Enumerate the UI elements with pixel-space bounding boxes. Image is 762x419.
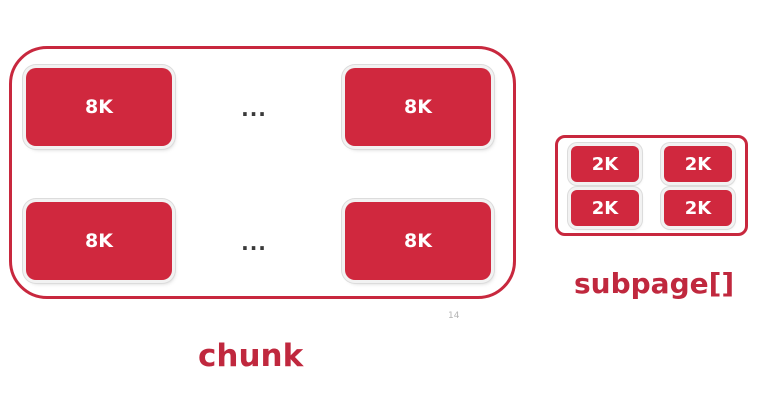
slide-page-number: 14 — [448, 311, 460, 321]
chunk-label: chunk — [198, 338, 304, 374]
subpage-block-2k: 2K — [664, 190, 732, 226]
ellipsis-top: ... — [241, 97, 267, 121]
subpage-block-2k: 2K — [571, 146, 639, 182]
chunk-page-label: 8K — [404, 96, 432, 118]
chunk-page-label: 8K — [404, 230, 432, 252]
ellipsis-bottom: ... — [241, 231, 267, 255]
subpage-block-label: 2K — [591, 153, 619, 175]
subpage-label: subpage[] — [574, 267, 735, 300]
subpage-block-2k: 2K — [571, 190, 639, 226]
chunk-page-8k: 8K — [26, 68, 172, 146]
subpage-block-label: 2K — [591, 197, 619, 219]
chunk-page-label: 8K — [85, 96, 113, 118]
chunk-page-8k: 8K — [345, 202, 491, 280]
chunk-page-8k: 8K — [26, 202, 172, 280]
subpage-block-2k: 2K — [664, 146, 732, 182]
subpage-block-label: 2K — [684, 153, 712, 175]
subpage-block-label: 2K — [684, 197, 712, 219]
chunk-page-8k: 8K — [345, 68, 491, 146]
chunk-page-label: 8K — [85, 230, 113, 252]
